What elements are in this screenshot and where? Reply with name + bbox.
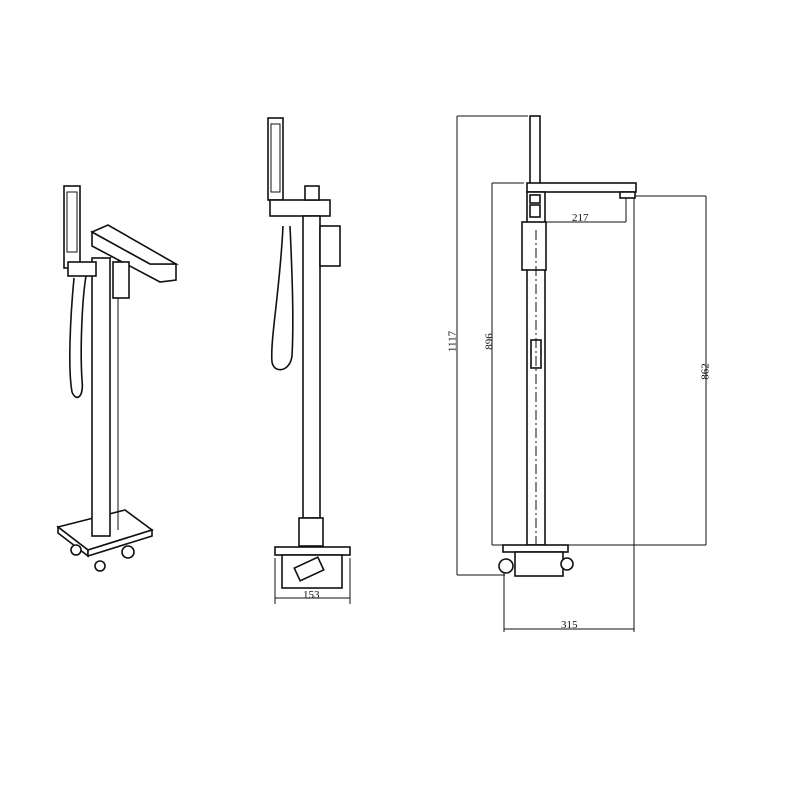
dimension-spout-reach: 217	[572, 212, 589, 224]
dimension-spout-outlet-height: 862	[699, 363, 712, 380]
perspective-view	[56, 185, 180, 572]
dimension-overall-depth: 315	[561, 619, 578, 631]
front-view	[456, 115, 707, 632]
dimension-spout-top-height: 896	[483, 333, 496, 350]
dimension-side-base-width: 153	[303, 589, 320, 601]
dimension-total-height: 1117	[446, 330, 459, 353]
side-view	[267, 117, 351, 604]
